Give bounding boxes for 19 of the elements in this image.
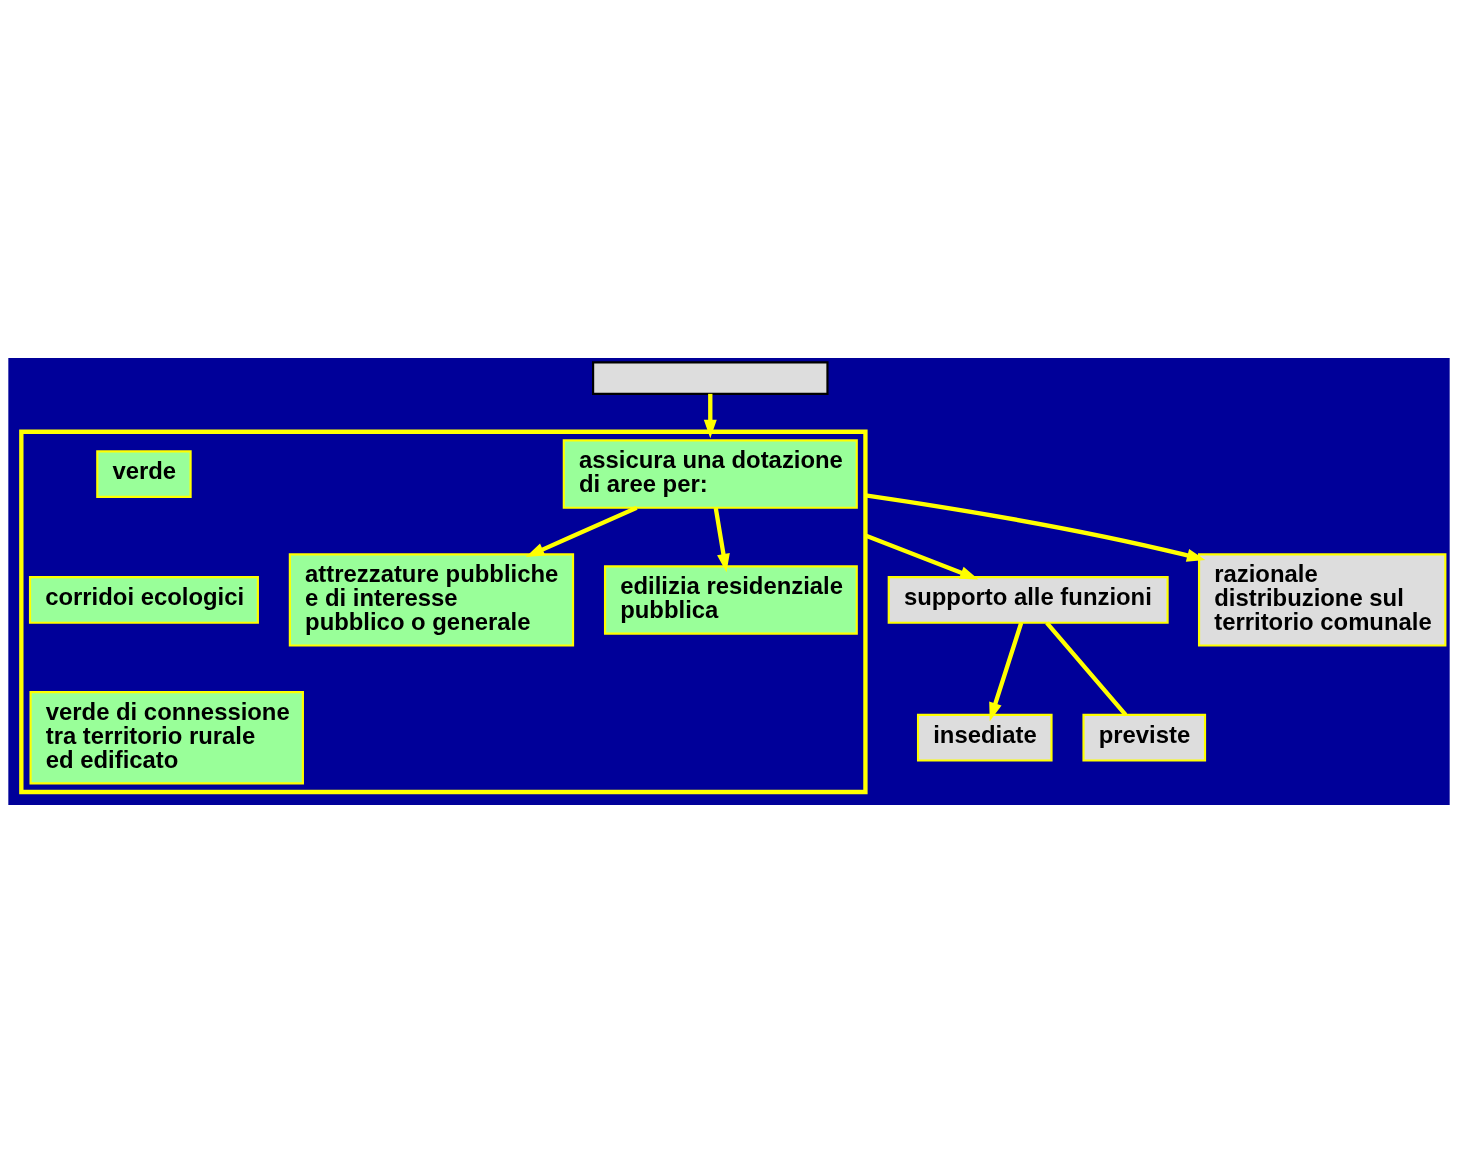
arrow bbox=[989, 622, 1024, 722]
node-box: razionale distribuzione sul territorio comunale bbox=[1197, 553, 1447, 647]
node-box bbox=[592, 361, 829, 395]
arrow bbox=[864, 533, 979, 580]
cluster bbox=[19, 429, 868, 795]
arrow bbox=[865, 493, 1206, 562]
node-box: verde di connessione tra territorio rurale ed edificato bbox=[29, 691, 304, 785]
node-box: attrezzature pubbliche e di interesse pubblico o generale bbox=[288, 553, 575, 647]
node-box: previste bbox=[1082, 713, 1207, 762]
node-box: insediate bbox=[916, 713, 1053, 762]
node-box: corridoi ecologici bbox=[28, 576, 259, 624]
node-box: assicura una dotazione di aree per: bbox=[562, 439, 858, 509]
arrow bbox=[713, 507, 730, 573]
node-box: edilizia residenziale pubblica bbox=[603, 565, 858, 635]
arrow bbox=[525, 505, 638, 558]
arrow bbox=[703, 393, 717, 439]
node-box: verde bbox=[96, 450, 192, 498]
node-box: supporto alle funzioni bbox=[887, 576, 1169, 624]
connector bbox=[1045, 621, 1128, 717]
